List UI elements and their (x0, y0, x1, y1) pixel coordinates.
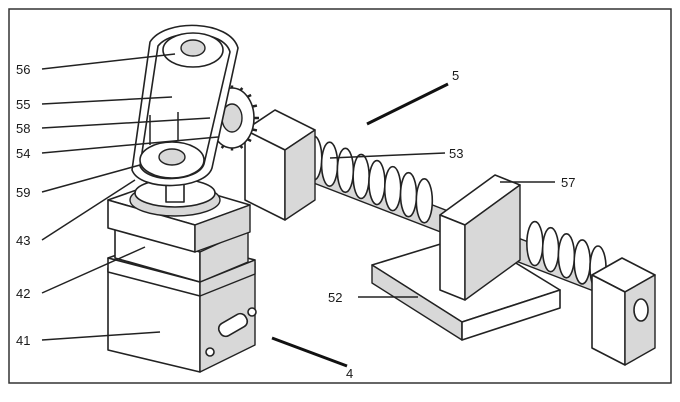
right-end-block (591, 257, 656, 366)
gear-tooth (239, 144, 244, 149)
label-4: 4 (346, 366, 353, 381)
timing-belt (131, 24, 239, 187)
label-57: 57 (561, 175, 575, 190)
label-54: 54 (16, 146, 30, 161)
label-58: 58 (16, 121, 30, 136)
arrow-5 (366, 82, 449, 126)
thread-ring (557, 232, 576, 279)
motor-connector (217, 312, 249, 338)
label-43: 43 (16, 233, 30, 248)
label-52: 52 (328, 290, 342, 305)
label-55: 55 (16, 97, 30, 112)
figure-frame (8, 8, 672, 384)
thread-ring (383, 165, 402, 212)
left-bearing-block (244, 109, 316, 221)
label-56: 56 (16, 62, 30, 77)
leader-lines (41, 53, 555, 341)
gear-tooth (239, 87, 244, 92)
thread-ring (415, 178, 434, 224)
gear-tooth (252, 128, 258, 132)
arrow-4 (271, 336, 348, 368)
thread-ring (352, 153, 370, 200)
thread-ring (320, 141, 339, 188)
gear-tooth (246, 93, 252, 98)
gear-tooth (252, 104, 258, 108)
label-59: 59 (16, 185, 30, 200)
thread-ring (526, 220, 544, 267)
gear-tooth (220, 144, 225, 149)
end-bore-hole (633, 298, 649, 322)
label-42: 42 (16, 286, 30, 301)
thread-ring (336, 147, 355, 194)
nut-block (439, 174, 521, 301)
gear-tooth (246, 138, 252, 143)
upper-pulley-hub (180, 39, 206, 57)
thread-ring (541, 226, 560, 273)
label-5: 5 (452, 68, 459, 83)
thread-ring (573, 239, 592, 285)
thread-ring (399, 171, 418, 218)
label-41: 41 (16, 333, 30, 348)
label-53: 53 (449, 146, 463, 161)
lower-pulley-hub (158, 148, 186, 166)
thread-ring (368, 159, 386, 206)
